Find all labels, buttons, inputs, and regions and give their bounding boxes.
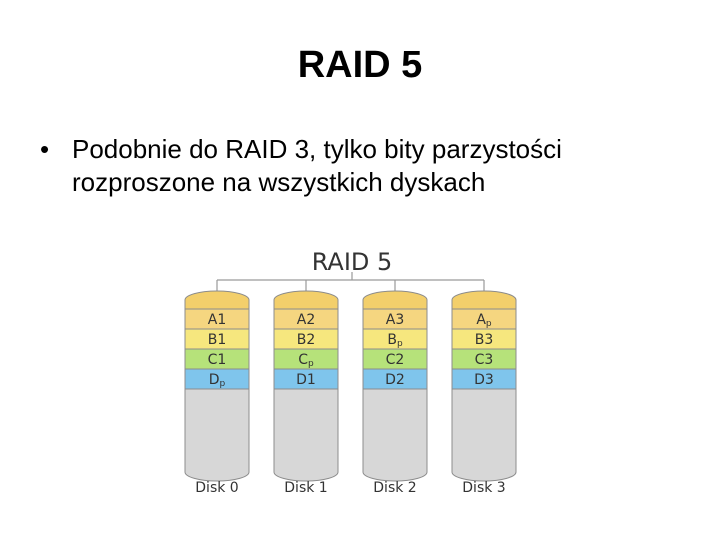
stripe-block-label: B3 xyxy=(475,332,494,348)
stripe-block-label: A3 xyxy=(386,312,405,328)
disk-label: Disk 2 xyxy=(373,480,416,496)
disk-label: Disk 1 xyxy=(284,480,327,496)
stripe-block xyxy=(273,368,339,390)
disk-empty-space xyxy=(184,388,250,482)
stripe-block-label: B2 xyxy=(297,332,316,348)
stripe-block-label: D3 xyxy=(474,372,494,388)
bullet-text: Podobnie do RAID 3, tylko bity parzystoś… xyxy=(72,134,562,197)
stripe-block xyxy=(451,368,517,390)
stripe-block-label: A1 xyxy=(208,312,227,328)
stripe-block xyxy=(362,368,428,390)
disk-label: Disk 3 xyxy=(462,480,505,496)
diagram-title: RAID 5 xyxy=(312,248,393,276)
disk-top-cap xyxy=(184,290,250,310)
bullet-list: • Podobnie do RAID 3, tylko bity parzyst… xyxy=(40,133,660,199)
disk-top-cap xyxy=(362,290,428,310)
disk-label: Disk 0 xyxy=(195,480,238,496)
stripe-block-label: A2 xyxy=(297,312,316,328)
stripe-block-label: C1 xyxy=(208,352,227,368)
diagram-connectors xyxy=(216,272,485,300)
bullet-item: • Podobnie do RAID 3, tylko bity parzyst… xyxy=(40,133,660,199)
disk-top-cap xyxy=(451,290,517,310)
disk-empty-space xyxy=(451,388,517,482)
stripe-block-label: C3 xyxy=(475,352,494,368)
stripe-block-label: D1 xyxy=(296,372,316,388)
stripe-block-label: D2 xyxy=(385,372,405,388)
disk-empty-space xyxy=(273,388,339,482)
disk-top-cap xyxy=(273,290,339,310)
stripe-block xyxy=(184,368,250,390)
slide-title: RAID 5 xyxy=(297,44,423,86)
bullet-marker: • xyxy=(40,134,50,164)
stripe-block-label: B1 xyxy=(208,332,227,348)
disk-empty-space xyxy=(362,388,428,482)
stripe-block-label: C2 xyxy=(386,352,405,368)
